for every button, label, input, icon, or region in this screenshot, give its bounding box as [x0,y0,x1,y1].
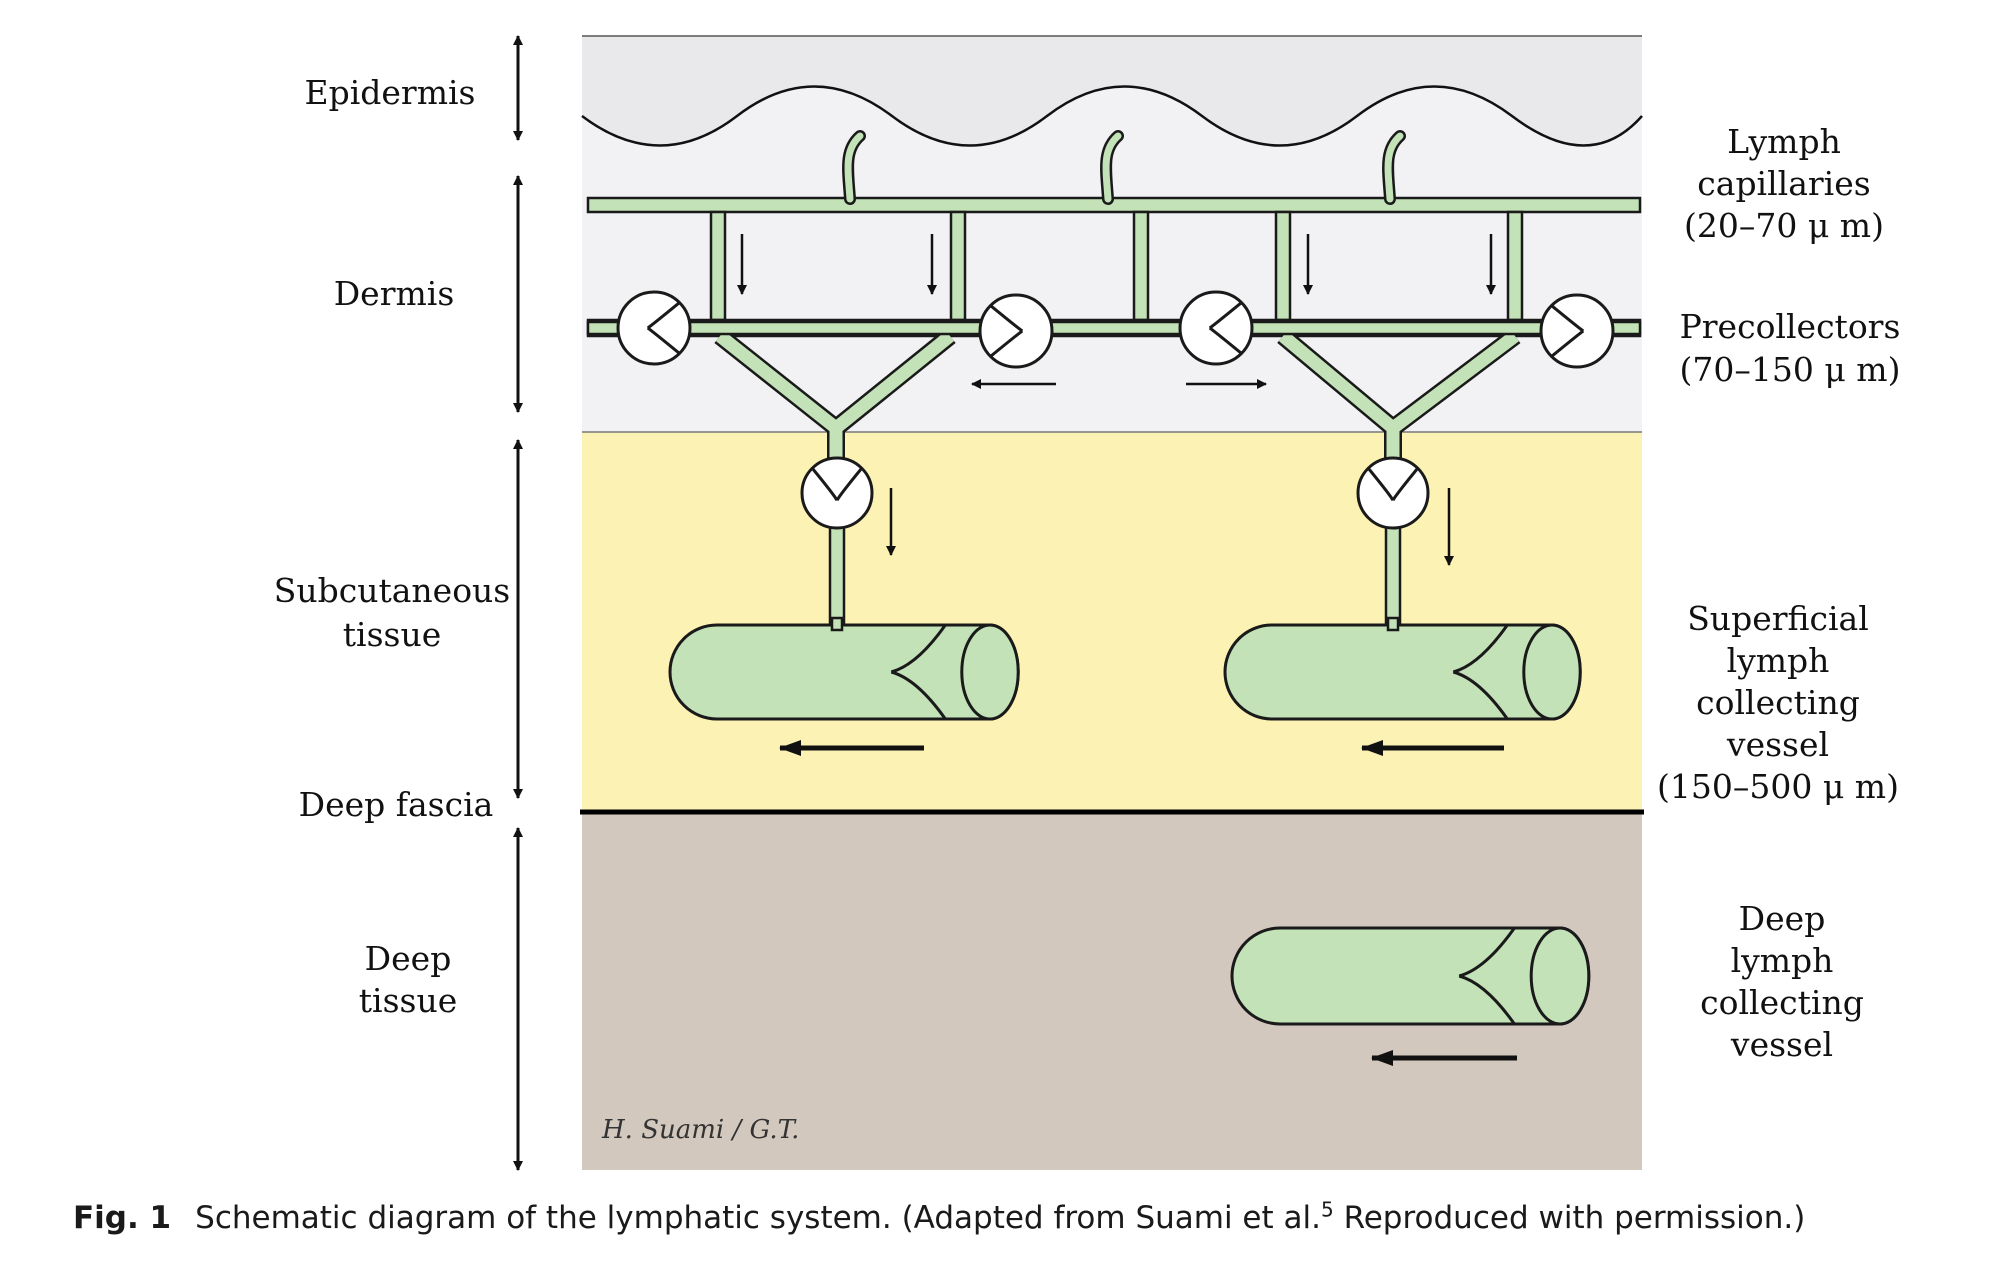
precollector-valve [1178,290,1254,366]
capillary-connector [1132,210,1150,322]
precollector-tube-fill [586,320,1642,336]
superficial-collecting-vessel [1223,623,1582,721]
figure-caption: Fig. 1 Schematic diagram of the lymphatic… [73,1200,1953,1236]
collector-valve [800,456,874,530]
capillary-loop-fill [1102,132,1122,203]
caption-text: Schematic diagram of the lymphatic syste… [195,1200,1321,1236]
capillary-loop-fill [844,132,864,203]
stem-join [1386,616,1400,632]
vessel-network [586,130,1642,1026]
label-dermis: Dermis [334,274,455,313]
capillary-loop-fill [1384,132,1404,203]
superficial-collecting-vessel [668,623,1020,721]
flow-arrows [737,234,1517,1066]
subcutaneous-layer [582,432,1642,812]
label-epidermis: Epidermis [305,73,476,112]
precollector-branch-fill [831,330,955,434]
precollector-valve [1539,293,1615,369]
capillary-connector [1506,210,1524,322]
collector-valve [1356,456,1430,530]
capillary-connector [709,210,727,322]
stem-join [830,616,844,632]
figure-number: Fig. 1 [73,1200,172,1236]
artist-signature: H. Suami / G.T. [601,1115,799,1145]
precollector-valve [978,293,1054,369]
label-precollectors: Precollectors(70–150 μ m) [1680,307,1901,389]
tissue-layers [580,35,1644,1170]
caption-reference: 5 [1320,1197,1334,1222]
capillary-tube [586,196,1642,214]
epidermis-wave-line [581,85,1643,147]
precollector-valve [616,290,692,366]
label-deep-fascia: Deep fascia [299,785,494,824]
capillary-connector [1274,210,1292,322]
caption-tail: Reproduced with permission.) [1333,1200,1806,1236]
precollector-branch-fill [1389,330,1519,434]
capillary-connector [949,210,967,322]
deep-collecting-vessel [1230,926,1591,1026]
